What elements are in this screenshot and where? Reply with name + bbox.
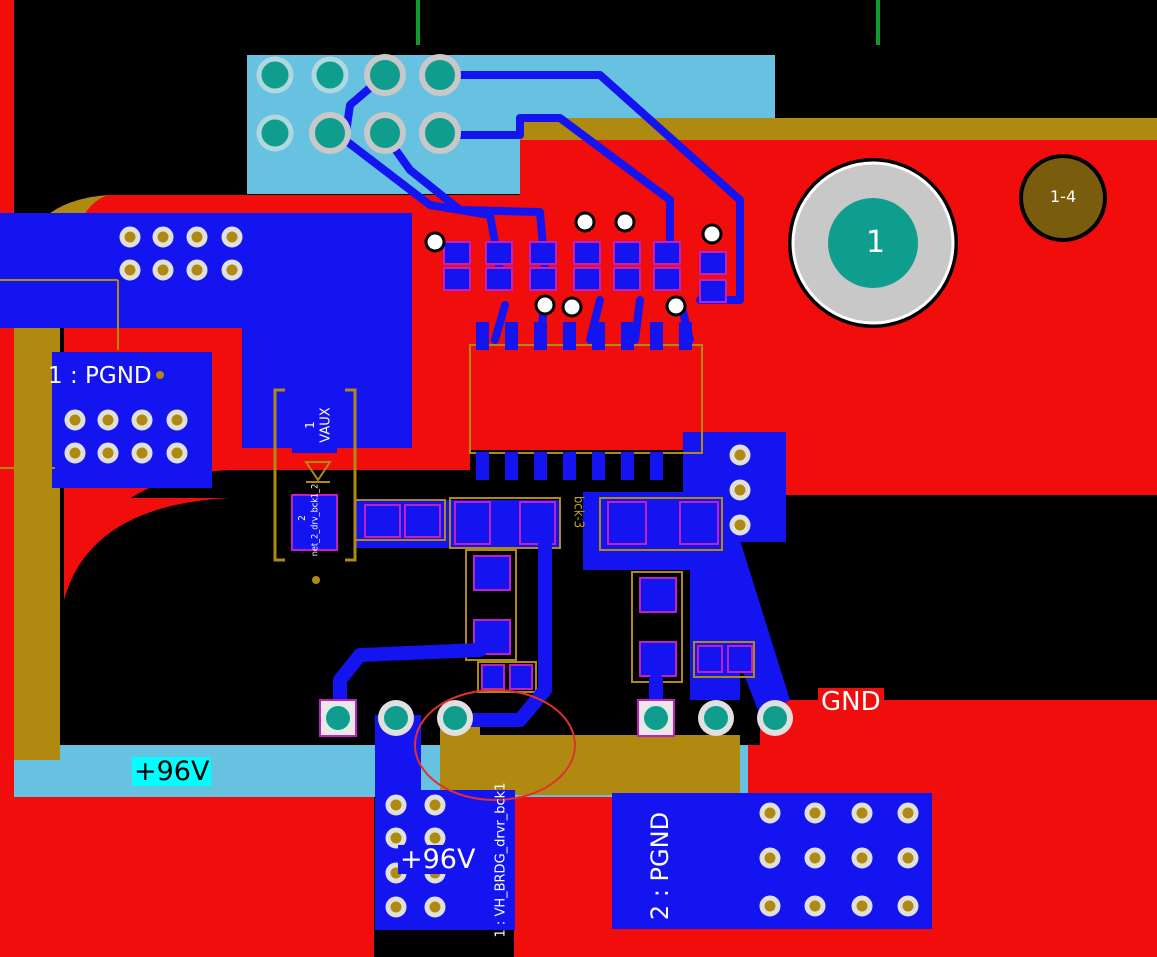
smd-pads-top bbox=[443, 241, 727, 303]
net-label-vaux-num: 1 bbox=[303, 421, 317, 429]
vaux-component bbox=[273, 388, 357, 584]
smd-outlines-mid bbox=[354, 497, 723, 551]
annotation-circle bbox=[414, 689, 576, 801]
mounting-hole-label: 1 bbox=[866, 225, 886, 260]
silk-band-top bbox=[520, 118, 1157, 140]
net-label-vh-brdg: 1 : VH_BRDG_drvr_bck1 bbox=[493, 782, 509, 938]
via-array-pgnd2 bbox=[759, 802, 919, 917]
green-line-1 bbox=[416, 0, 420, 45]
mounting-hole-small bbox=[1019, 154, 1107, 242]
header-pads-bottom bbox=[319, 699, 793, 737]
green-line-2 bbox=[876, 0, 880, 45]
via-array-pgnd1 bbox=[64, 409, 188, 464]
connector-pads-top bbox=[256, 54, 461, 154]
bottom-trace-right-diag bbox=[690, 540, 790, 715]
top-copper-curve bbox=[64, 498, 470, 600]
mounting-hole-large bbox=[788, 158, 958, 328]
left-copper-strip bbox=[0, 0, 14, 957]
net-label-pgnd-2: 2 : PGND bbox=[646, 811, 674, 921]
via-array-left-top bbox=[119, 226, 243, 281]
silk-diode-num: 2 bbox=[297, 515, 308, 521]
net-label-96v-cyan: +96V bbox=[132, 756, 212, 787]
ic-footprint bbox=[469, 322, 703, 480]
silk-dot bbox=[156, 371, 164, 379]
via-column-right bbox=[729, 444, 751, 536]
net-label-pgnd-1: 1 : PGND bbox=[48, 363, 152, 389]
silk-corner bbox=[14, 745, 60, 760]
silk-diode-net: net_2_drv_bck1_2 bbox=[310, 483, 321, 557]
net-label-gnd: GND bbox=[818, 688, 884, 716]
mounting-hole-small-label: 1-4 bbox=[1050, 187, 1077, 206]
top-copper-lower-left bbox=[14, 797, 374, 957]
smd-pads-mid bbox=[364, 501, 719, 545]
test-vias bbox=[424, 211, 723, 318]
silk-bck-label: bck-3 bbox=[570, 495, 586, 529]
silk-band-bottom bbox=[440, 735, 740, 795]
net-label-96v-blue: +96V bbox=[398, 844, 478, 875]
net-label-vaux: VAUX bbox=[318, 407, 334, 443]
